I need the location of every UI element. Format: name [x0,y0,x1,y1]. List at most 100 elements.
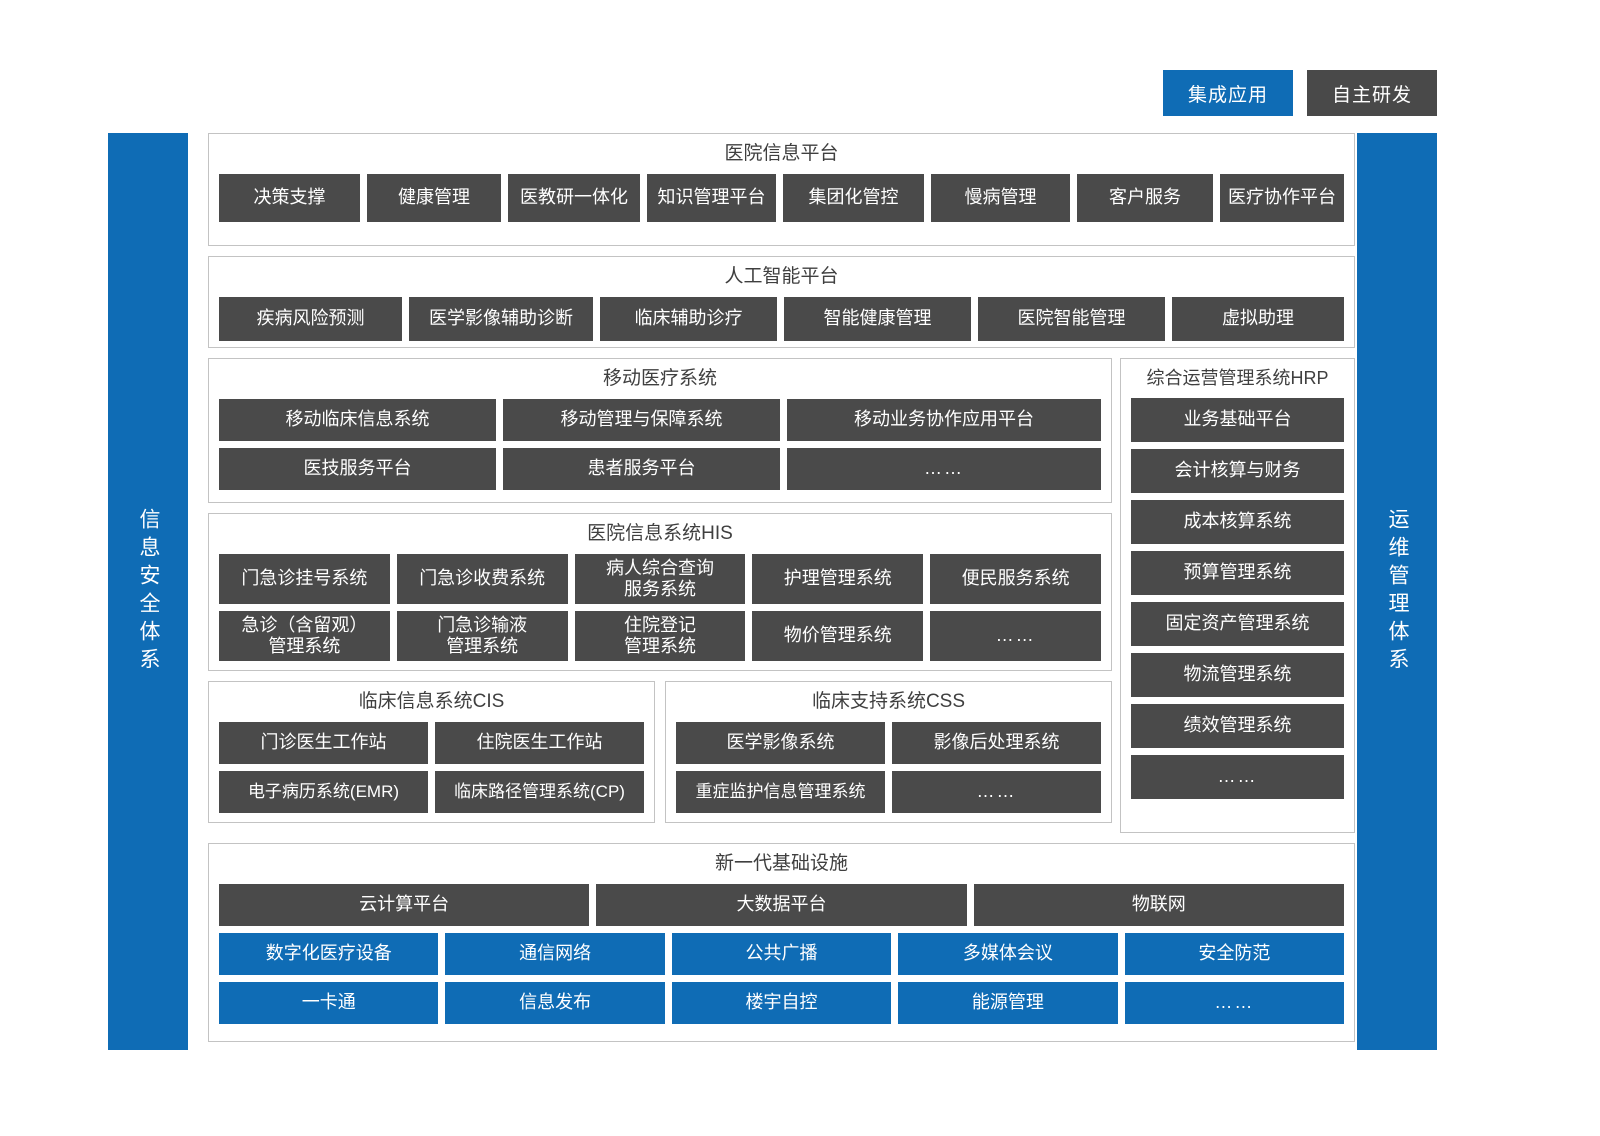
layer-stack: 医院信息平台 决策支撑 健康管理 医教研一体化 知识管理平台 集团化管控 慢病管… [208,133,1355,1050]
box-row: 门急诊挂号系统 门急诊收费系统 病人综合查询 服务系统 护理管理系统 便民服务系… [219,553,1101,604]
node-box[interactable]: 门诊医生工作站 [219,721,428,764]
node-box[interactable]: 门急诊挂号系统 [219,553,390,604]
panel-title: 临床支持系统CSS [811,691,966,712]
node-box[interactable]: 集团化管控 [783,173,924,222]
node-box-ellipsis[interactable]: …… [930,610,1101,661]
box-row: 门诊医生工作站 住院医生工作站 [219,721,644,764]
node-box[interactable]: 移动临床信息系统 [219,398,496,441]
node-box[interactable]: 医院智能管理 [978,296,1165,341]
node-box[interactable]: 电子病历系统(EMR) [219,770,428,813]
node-box[interactable]: 安全防范 [1124,932,1345,975]
node-box[interactable]: 移动管理与保障系统 [503,398,780,441]
node-box[interactable]: 住院医生工作站 [435,721,644,764]
legend-item-integrated-app: 集成应用 [1163,70,1293,116]
node-box[interactable]: 公共广播 [671,932,892,975]
node-box[interactable]: 物联网 [973,883,1344,926]
node-box[interactable]: 临床辅助诊疗 [600,296,777,341]
node-box[interactable]: 门急诊收费系统 [396,553,568,604]
legend: 集成应用 自主研发 [1163,70,1437,116]
node-box[interactable]: 疾病风险预测 [219,296,402,341]
panel-infrastructure: 新一代基础设施 云计算平台 大数据平台 物联网 数字化医疗设备 通信网络 公共广… [208,843,1355,1042]
rail-label-right: 运维管理体系 [1386,507,1410,676]
node-box[interactable]: 病人综合查询 服务系统 [574,553,746,604]
node-box[interactable]: 慢病管理 [931,173,1070,222]
node-box[interactable]: 健康管理 [367,173,501,222]
node-box[interactable]: 预算管理系统 [1131,550,1344,595]
rail-operations-management: 运维管理体系 [1357,133,1437,1050]
node-box[interactable]: 大数据平台 [596,883,967,926]
node-box-ellipsis[interactable]: …… [1124,981,1345,1024]
panel-his: 医院信息系统HIS 门急诊挂号系统 门急诊收费系统 病人综合查询 服务系统 护理… [208,513,1112,671]
node-box[interactable]: 医学影像辅助诊断 [409,296,593,341]
node-box[interactable]: 知识管理平台 [647,173,776,222]
node-box-ellipsis[interactable]: …… [1131,754,1344,799]
panel-css: 临床支持系统CSS 医学影像系统 影像后处理系统 重症监护信息管理系统 …… [665,681,1112,823]
panel-hospital-info-platform: 医院信息平台 决策支撑 健康管理 医教研一体化 知识管理平台 集团化管控 慢病管… [208,133,1355,246]
legend-label: 集成应用 [1187,84,1268,106]
box-row: 移动临床信息系统 移动管理与保障系统 移动业务协作应用平台 [219,398,1101,441]
box-row: 重症监护信息管理系统 …… [676,770,1101,813]
legend-label: 自主研发 [1331,84,1412,106]
rail-label-left: 信息安全体系 [137,507,161,676]
clinical-split: 临床信息系统CIS 门诊医生工作站 住院医生工作站 电子病历系统(EMR) 临床… [208,681,1112,823]
node-box[interactable]: 通信网络 [445,932,665,975]
node-box[interactable]: 数字化医疗设备 [219,932,439,975]
box-row: 电子病历系统(EMR) 临床路径管理系统(CP) [219,770,644,813]
box-row: 医技服务平台 患者服务平台 …… [219,447,1101,490]
legend-item-self-developed: 自主研发 [1307,70,1437,116]
panel-ai-platform: 人工智能平台 疾病风险预测 医学影像辅助诊断 临床辅助诊疗 智能健康管理 医院智… [208,256,1355,348]
panel-title: 综合运营管理系统HRP [1146,368,1329,388]
hrp-list: 业务基础平台 会计核算与财务 成本核算系统 预算管理系统 固定资产管理系统 物流… [1131,397,1344,799]
box-row: 急诊（含留观） 管理系统 门急诊输液 管理系统 住院登记 管理系统 物价管理系统… [219,610,1101,661]
node-box[interactable]: 绩效管理系统 [1131,703,1344,748]
box-row: 决策支撑 健康管理 医教研一体化 知识管理平台 集团化管控 慢病管理 客户服务 … [219,173,1344,222]
box-row: 一卡通 信息发布 楼宇自控 能源管理 …… [219,981,1345,1024]
node-box[interactable]: 楼宇自控 [671,981,892,1024]
box-row: 数字化医疗设备 通信网络 公共广播 多媒体会议 安全防范 [219,932,1345,975]
node-box[interactable]: 医教研一体化 [508,173,640,222]
node-box[interactable]: 医学影像系统 [676,721,885,764]
node-box[interactable]: 信息发布 [445,981,665,1024]
node-box[interactable]: 会计核算与财务 [1131,448,1344,493]
node-box[interactable]: 临床路径管理系统(CP) [435,770,644,813]
node-box[interactable]: 业务基础平台 [1131,397,1344,442]
panel-title: 医院信息平台 [724,143,839,164]
box-row: 医学影像系统 影像后处理系统 [676,721,1101,764]
panel-hrp: 综合运营管理系统HRP 业务基础平台 会计核算与财务 成本核算系统 预算管理系统… [1120,358,1355,833]
panel-mobile-medical: 移动医疗系统 移动临床信息系统 移动管理与保障系统 移动业务协作应用平台 医技服… [208,358,1112,503]
node-box[interactable]: 护理管理系统 [752,553,924,604]
node-box[interactable]: 虚拟助理 [1172,296,1344,341]
node-box[interactable]: 智能健康管理 [784,296,971,341]
node-box[interactable]: 能源管理 [898,981,1118,1024]
node-box[interactable]: 患者服务平台 [503,447,780,490]
node-box[interactable]: 门急诊输液 管理系统 [396,610,568,661]
middle-band-left: 移动医疗系统 移动临床信息系统 移动管理与保障系统 移动业务协作应用平台 医技服… [208,358,1112,833]
node-box[interactable]: 一卡通 [219,981,439,1024]
node-box[interactable]: 物流管理系统 [1131,652,1344,697]
node-box[interactable]: 云计算平台 [219,883,590,926]
node-box[interactable]: 物价管理系统 [752,610,924,661]
node-box[interactable]: 固定资产管理系统 [1131,601,1344,646]
node-box[interactable]: 急诊（含留观） 管理系统 [219,610,390,661]
node-box-ellipsis[interactable]: …… [892,770,1101,813]
box-row: 疾病风险预测 医学影像辅助诊断 临床辅助诊疗 智能健康管理 医院智能管理 虚拟助… [219,296,1344,341]
node-box[interactable]: 移动业务协作应用平台 [787,398,1101,441]
panel-cis: 临床信息系统CIS 门诊医生工作站 住院医生工作站 电子病历系统(EMR) 临床… [208,681,655,823]
node-box[interactable]: 决策支撑 [219,173,360,222]
node-box[interactable]: 重症监护信息管理系统 [676,770,885,813]
node-box[interactable]: 成本核算系统 [1131,499,1344,544]
node-box[interactable]: 便民服务系统 [930,553,1101,604]
panel-title: 新一代基础设施 [714,853,848,874]
node-box-ellipsis[interactable]: …… [787,447,1101,490]
middle-band: 移动医疗系统 移动临床信息系统 移动管理与保障系统 移动业务协作应用平台 医技服… [208,358,1355,833]
panel-title: 移动医疗系统 [602,368,717,389]
rail-information-security: 信息安全体系 [108,133,188,1050]
node-box[interactable]: 医技服务平台 [219,447,496,490]
box-row: 云计算平台 大数据平台 物联网 [219,883,1344,926]
node-box[interactable]: 多媒体会议 [898,932,1118,975]
node-box[interactable]: 医疗协作平台 [1220,173,1344,222]
node-box[interactable]: 客户服务 [1077,173,1213,222]
node-box[interactable]: 住院登记 管理系统 [574,610,746,661]
node-box[interactable]: 影像后处理系统 [892,721,1101,764]
